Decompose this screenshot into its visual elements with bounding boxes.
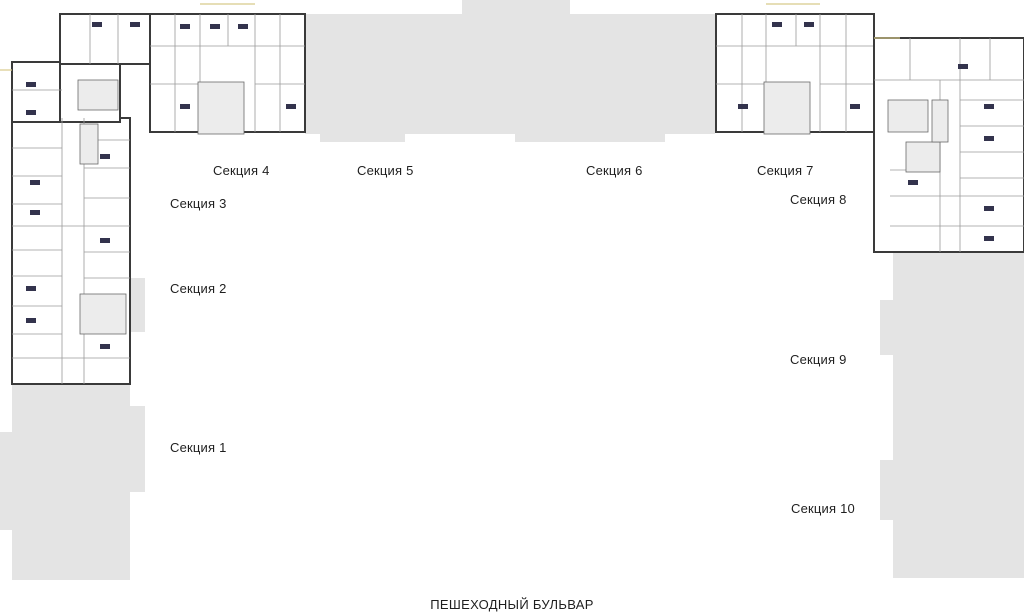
facade-accents xyxy=(0,3,900,71)
section-label-9[interactable]: Секция 9 xyxy=(790,352,847,367)
section-4-rooms xyxy=(89,14,305,132)
left-wing-rooms xyxy=(12,89,130,384)
section-5-6-block xyxy=(305,0,715,142)
section-label-6[interactable]: Секция 6 xyxy=(586,163,643,178)
section-4-core xyxy=(197,81,245,135)
section-9-10-block xyxy=(880,252,1024,578)
section-7-core xyxy=(763,81,811,135)
section-label-4[interactable]: Секция 4 xyxy=(213,163,270,178)
section-label-1[interactable]: Секция 1 xyxy=(170,440,227,455)
section-1-block xyxy=(0,384,145,580)
street-label: ПЕШЕХОДНЫЙ БУЛЬВАР xyxy=(430,597,594,612)
left-wing-cores xyxy=(77,79,127,335)
section-2-projection xyxy=(130,278,145,332)
section-label-8[interactable]: Секция 8 xyxy=(790,192,847,207)
section-label-3[interactable]: Секция 3 xyxy=(170,196,227,211)
section-label-2[interactable]: Секция 2 xyxy=(170,281,227,296)
section-8-cores xyxy=(887,99,949,173)
unit-badges xyxy=(26,22,994,349)
section-label-7[interactable]: Секция 7 xyxy=(757,163,814,178)
section-label-10[interactable]: Секция 10 xyxy=(791,501,855,516)
section-label-5[interactable]: Секция 5 xyxy=(357,163,414,178)
section-8-apartments xyxy=(873,37,1024,253)
